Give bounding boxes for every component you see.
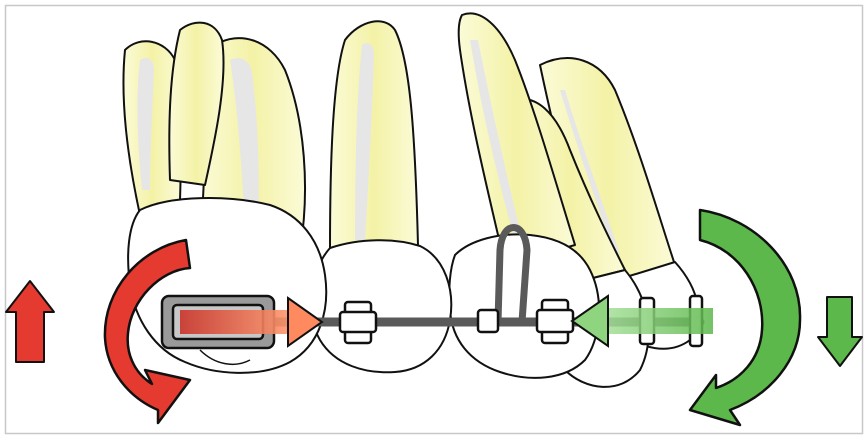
extrusion-arrow (6, 281, 54, 362)
center-premolar-crown (311, 240, 451, 372)
center-premolar-root (330, 21, 418, 250)
center-premolar-bracket (340, 302, 376, 343)
intrusion-arrow (818, 297, 862, 366)
bracket-side (478, 310, 498, 332)
bracket-base (537, 310, 573, 332)
bracket-base (340, 312, 376, 332)
